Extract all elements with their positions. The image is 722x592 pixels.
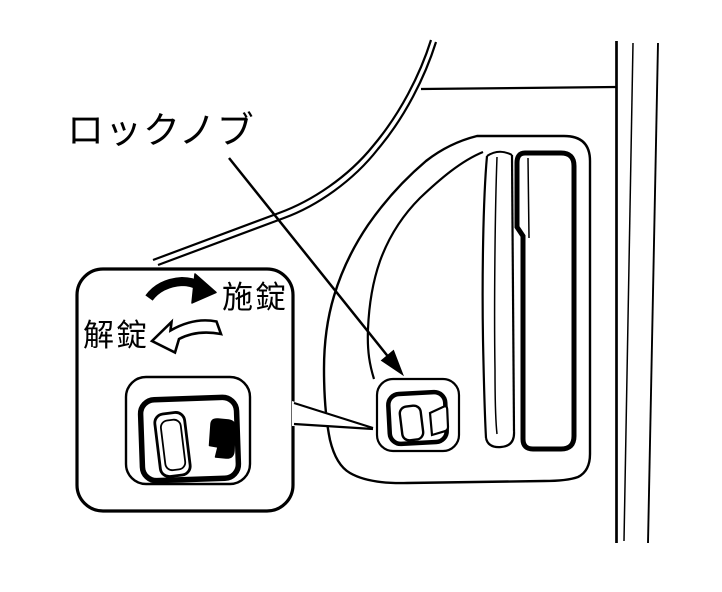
lock-knob-label: ロックノブ xyxy=(67,109,255,152)
door-trim-inner-contour xyxy=(366,150,484,380)
unlock-direction-label: 解錠 xyxy=(83,318,149,354)
inset-pointer xyxy=(292,401,374,431)
unlock-arrow-icon xyxy=(149,318,223,355)
window-frame-lines xyxy=(152,39,438,267)
door-edge-lines xyxy=(615,41,659,544)
lock-arrow-icon xyxy=(145,273,217,304)
door-handle-grip xyxy=(481,150,516,449)
handle-cup xyxy=(514,150,577,452)
callout-arrow-icon xyxy=(228,157,405,377)
lock-direction-label: 施錠 xyxy=(222,280,288,316)
door-trim-recess-outline xyxy=(322,134,592,485)
lock-knob xyxy=(375,377,461,453)
inset-lock-knob xyxy=(124,375,252,486)
door-belt-line xyxy=(420,85,617,91)
